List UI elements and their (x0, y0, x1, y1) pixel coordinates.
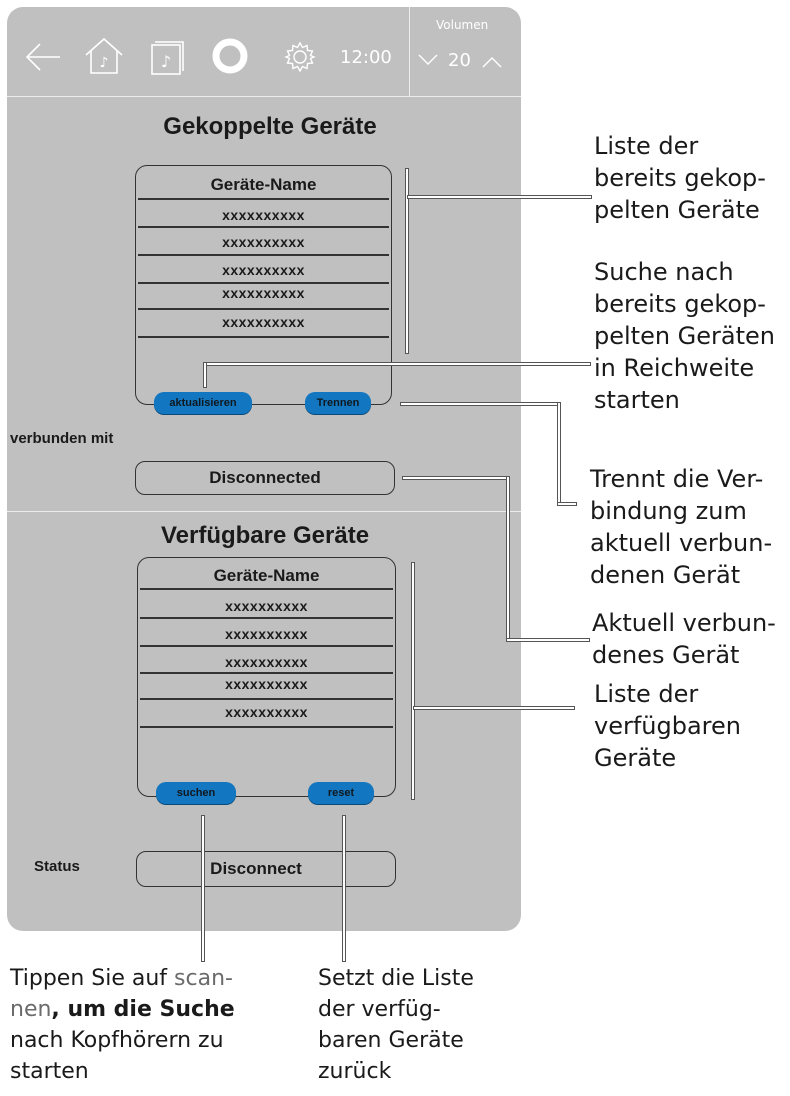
list-divider (140, 698, 393, 700)
list-divider (138, 336, 389, 338)
leader-line (557, 402, 561, 505)
leader-line (506, 638, 590, 642)
list-divider (140, 617, 393, 619)
volume-down-chevron-icon[interactable] (418, 54, 438, 66)
search-button[interactable]: suchen (156, 782, 236, 804)
list-divider (138, 308, 389, 310)
header-divider (7, 96, 521, 97)
leader-line (407, 195, 592, 199)
list-item[interactable]: xxxxxxxxxx (225, 598, 308, 614)
list-item[interactable]: xxxxxxxxxx (225, 676, 308, 692)
svg-text:♪: ♪ (161, 52, 171, 71)
list-divider (138, 226, 389, 228)
leader-line (201, 815, 205, 962)
volume-label: Volumen (436, 18, 489, 32)
volume-divider (409, 7, 410, 96)
callout-current-device: Aktuell verbun- denes Gerät (592, 609, 776, 669)
back-arrow-icon[interactable] (24, 42, 62, 72)
callout-available-list: Liste der verfügbaren Geräte (594, 680, 741, 772)
leader-line (342, 815, 346, 962)
leader-line (411, 562, 415, 800)
list-divider (140, 645, 393, 647)
device-screen (7, 7, 521, 931)
leader-line (203, 362, 591, 366)
list-item[interactable]: xxxxxxxxxx (225, 654, 308, 670)
home-icon[interactable]: ♪ (83, 36, 125, 76)
leader-line (413, 706, 575, 710)
list-item[interactable]: xxxxxxxxxx (222, 262, 305, 278)
list-divider (140, 726, 393, 728)
available-devices-title: Verfügbare Geräte (160, 522, 370, 549)
list-header: Geräte-Name (210, 175, 317, 194)
leader-line (400, 402, 560, 406)
svg-text:♪: ♪ (100, 55, 109, 71)
voice-assistant-ring-icon[interactable] (212, 38, 248, 74)
list-divider (140, 588, 393, 590)
refresh-button[interactable]: aktualisieren (154, 392, 252, 414)
status-field: Disconnect (136, 851, 396, 887)
status-label: Status (34, 858, 80, 875)
callout-disconnect: Trennt die Ver- bindung zum aktuell verb… (590, 465, 773, 589)
leader-line (506, 476, 510, 641)
callout-paired-list: Liste der bereits gekop- pelten Geräte (594, 132, 766, 224)
section-divider (7, 511, 521, 512)
list-divider (138, 254, 389, 256)
list-divider (140, 672, 393, 674)
volume-up-chevron-icon[interactable] (482, 56, 502, 68)
volume-value: 20 (448, 50, 471, 71)
reset-button[interactable]: reset (308, 782, 374, 804)
leader-line (203, 362, 207, 388)
paired-devices-title: Gekoppelte Geräte (163, 113, 377, 140)
paired-devices-list: Geräte-Name xxxxxxxxxx xxxxxxxxxx xxxxxx… (135, 165, 392, 405)
callout-refresh: Suche nach bereits gekop- pelten Geräten… (594, 258, 776, 414)
leader-line (405, 168, 409, 354)
music-icon[interactable]: ♪ (150, 40, 186, 76)
list-item[interactable]: xxxxxxxxxx (222, 207, 305, 223)
connected-with-label: verbunden mit (10, 430, 114, 447)
list-item[interactable]: xxxxxxxxxx (222, 314, 305, 330)
list-divider (138, 282, 389, 284)
disconnect-button[interactable]: Trennen (305, 392, 371, 414)
connected-device-field: Disconnected (135, 461, 395, 495)
list-header: Geräte-Name (213, 566, 320, 585)
gear-icon[interactable] (283, 40, 317, 74)
list-item[interactable]: xxxxxxxxxx (225, 704, 308, 720)
callout-reset: Setzt die Liste der verfüg- baren Geräte… (318, 966, 474, 1084)
leader-line (402, 476, 510, 480)
list-item[interactable]: xxxxxxxxxx (222, 234, 305, 250)
list-item[interactable]: xxxxxxxxxx (222, 285, 305, 301)
list-divider (138, 198, 389, 200)
callout-scan: Tippen Sie auf scan- nen, um die Suche n… (10, 966, 235, 1084)
available-devices-list: Geräte-Name xxxxxxxxxx xxxxxxxxxx xxxxxx… (137, 557, 396, 797)
clock-time: 12:00 (340, 47, 392, 68)
list-item[interactable]: xxxxxxxxxx (225, 626, 308, 642)
leader-line (557, 502, 577, 506)
